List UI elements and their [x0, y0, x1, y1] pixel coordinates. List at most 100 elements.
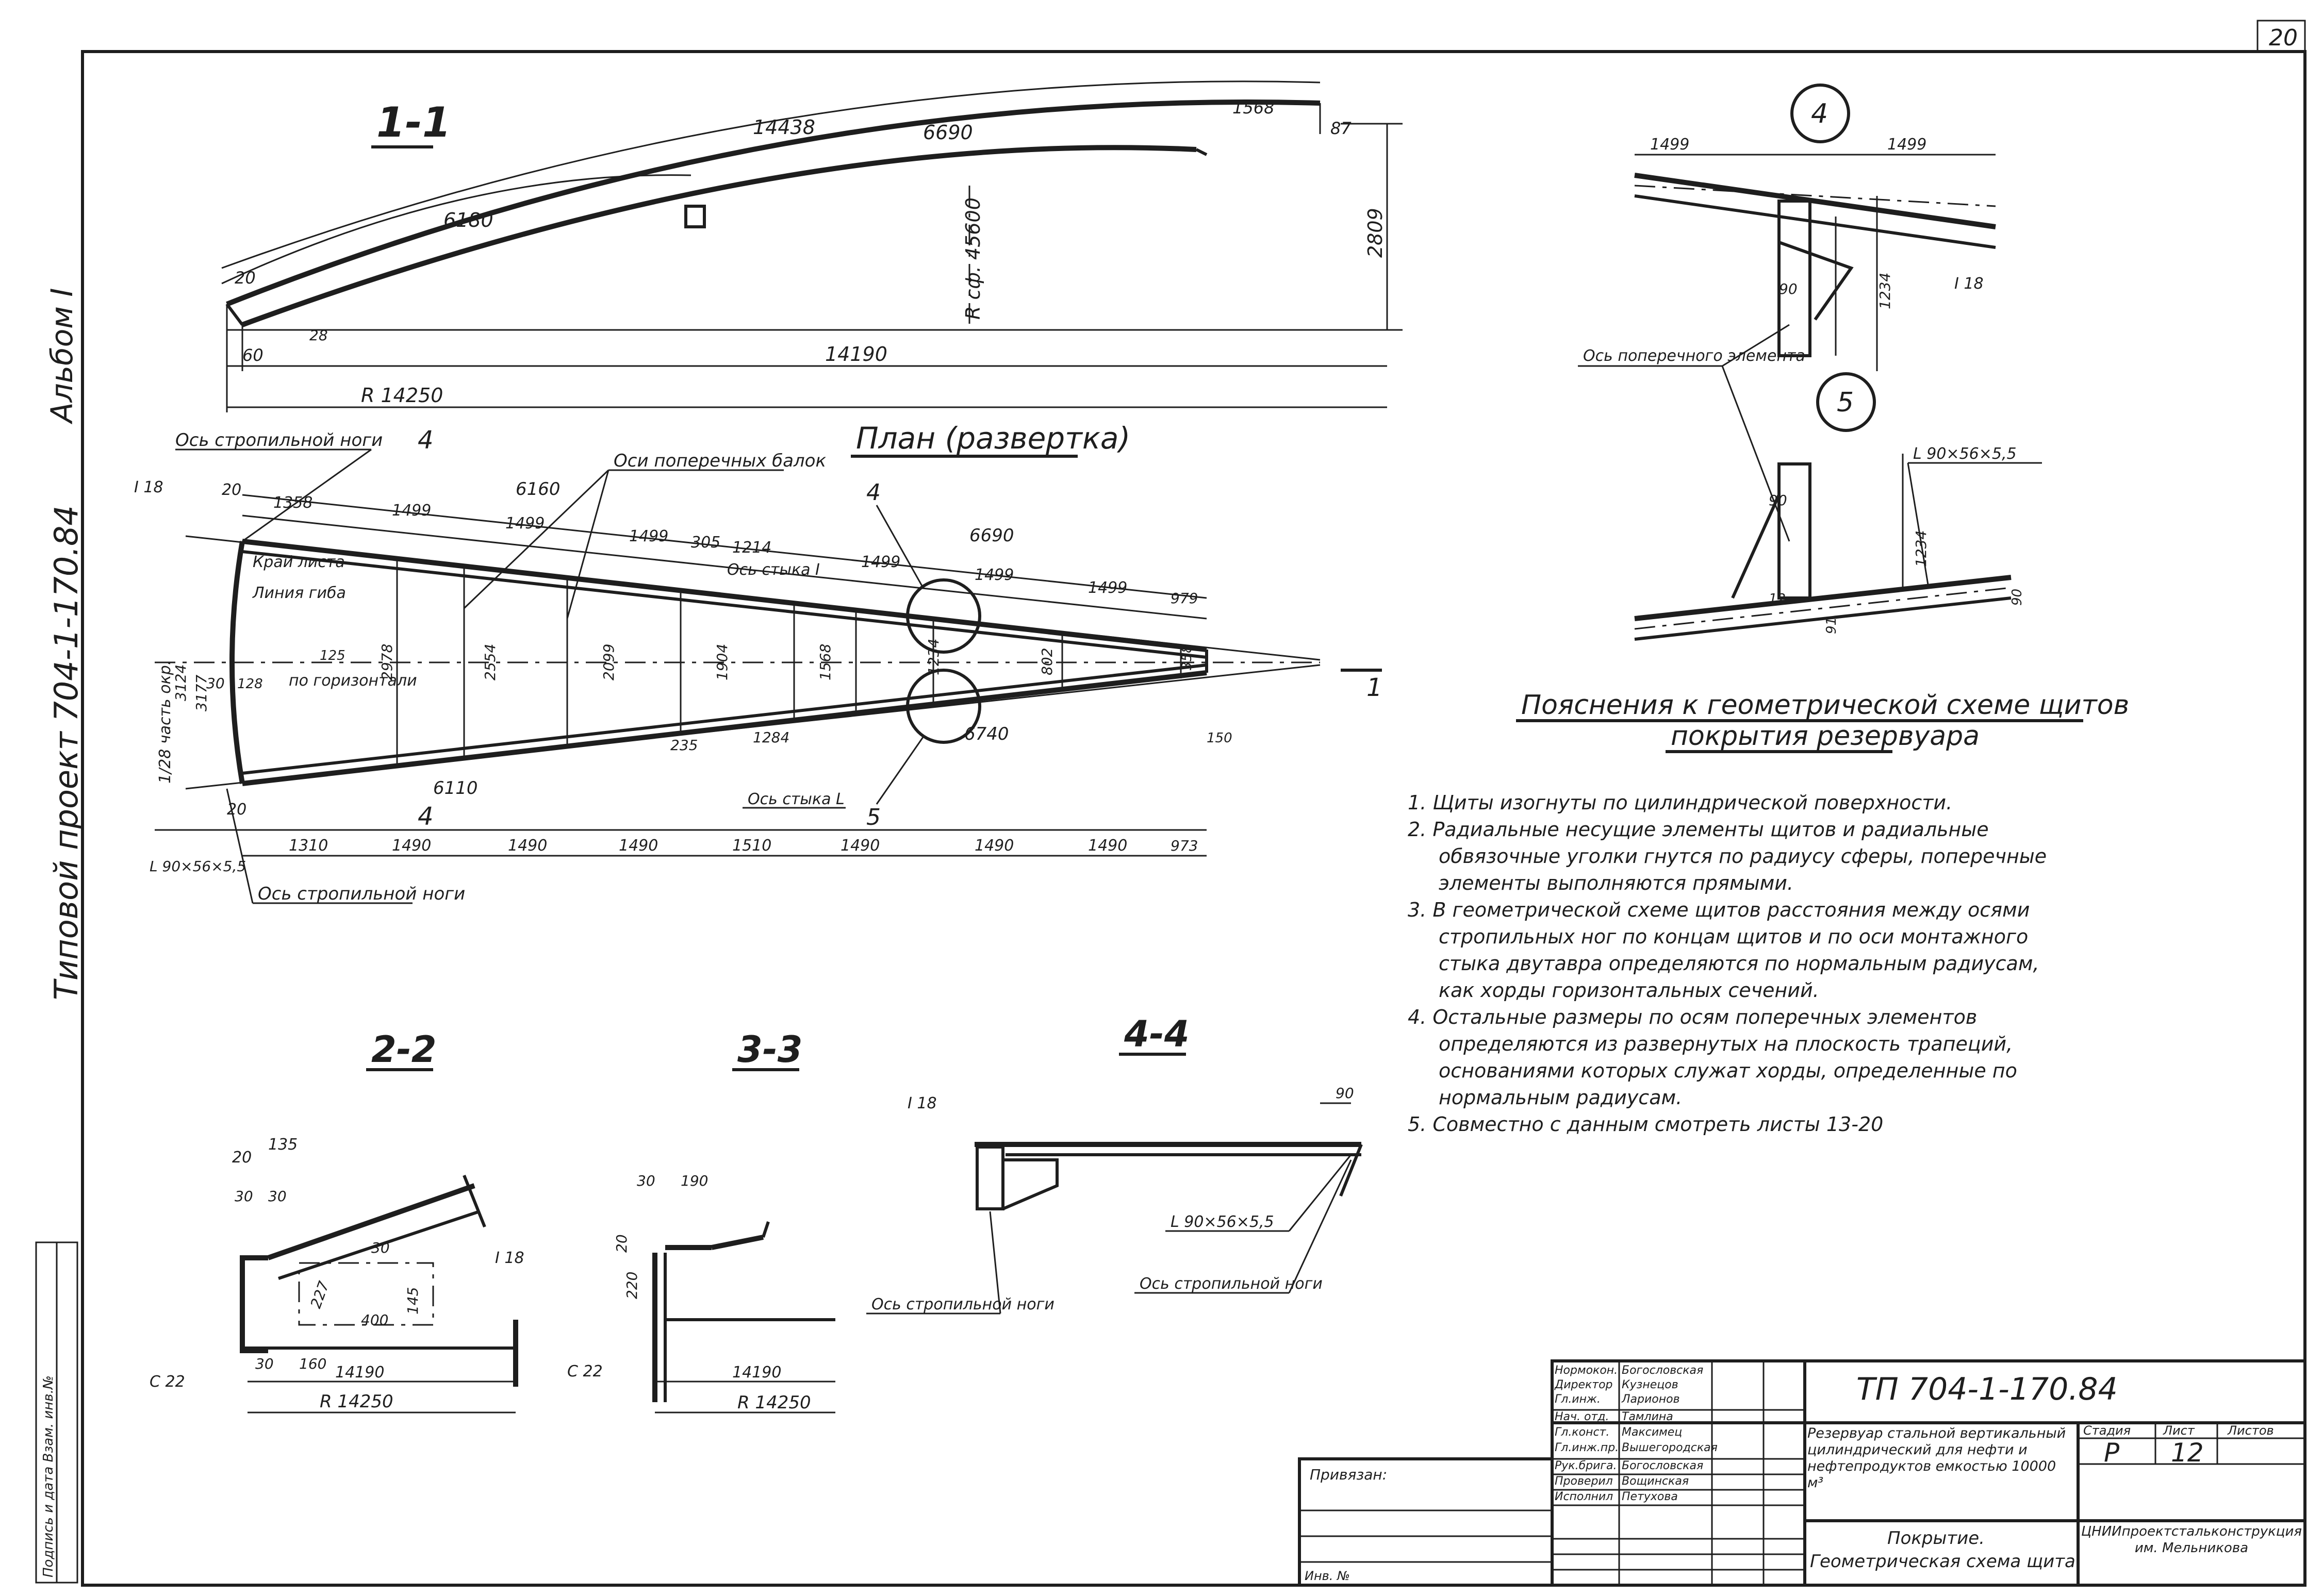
- top-dim-8: 1499: [975, 566, 1014, 584]
- chord-part-label: 1/28 часть окр.: [156, 660, 174, 784]
- sheet-frame: 20: [81, 20, 2306, 1587]
- section-4-4: 4-4 90 I 18 L 90×56×5,5 Ось стропильной …: [866, 1013, 1363, 1315]
- arc-inner: [241, 145, 1197, 327]
- note-line-11: нормальным радиусам.: [1439, 1086, 1682, 1109]
- tb-role-1: Директор: [1554, 1378, 1613, 1391]
- vdim-0: 2978: [378, 644, 396, 680]
- tb-name-0: Богословская: [1622, 1364, 1703, 1377]
- s22-dim-1: 135: [268, 1136, 298, 1154]
- top-dim-2: 1499: [392, 502, 431, 520]
- s22-dim-4: 30: [371, 1239, 390, 1256]
- tb-role-6: Рук.брига.: [1555, 1459, 1617, 1472]
- plan-development: План (развертка) 20 1358 1499 1499: [134, 421, 1382, 904]
- vdim-4: 1568: [817, 644, 834, 680]
- note-line-6: стыка двутавра определяются по нормальны…: [1439, 952, 2039, 975]
- bottom-long-1: 6110: [433, 778, 478, 799]
- tb-name-7: Вощинская: [1622, 1475, 1689, 1488]
- vdim-2: 2099: [600, 644, 617, 680]
- arc-outer: [226, 99, 1321, 307]
- bend-line-label: Линия гиба: [252, 584, 346, 602]
- tb-drawing-title-1: Покрытие.: [1887, 1528, 1985, 1549]
- title-block: ТП 704-1-170.84 Нормокон. Директор Гл.ин…: [1298, 1359, 2306, 1587]
- callout-5: 5: [866, 804, 881, 830]
- bottom-dim-0: 1310: [289, 837, 328, 855]
- note-line-8: 4. Остальные размеры по осям поперечных …: [1408, 1006, 1977, 1028]
- misc-dim-2: 128: [237, 676, 263, 692]
- tb-sheet: 12: [2171, 1438, 2204, 1468]
- s22-dim-7: 145: [404, 1287, 421, 1315]
- joint-I-label: Ось стыка I: [727, 561, 820, 579]
- section-2-2: 2-2 20 135 30 30 30 227 400 145 30 160 1…: [150, 1028, 524, 1414]
- section-3-3-title: 3-3: [737, 1028, 802, 1071]
- top-dim-5: 305: [691, 534, 720, 552]
- top-dim-0: 20: [222, 481, 241, 499]
- dim-90-b: 90: [1769, 492, 1787, 509]
- dim-left-arc: 6180: [443, 209, 493, 231]
- dim-1234-a: 1234: [1876, 273, 1893, 309]
- misc-dim-5: 1284: [753, 729, 789, 746]
- dim-right-arc: 6690: [923, 121, 973, 144]
- note-line-7: как хорды горизонтальных сечений.: [1439, 979, 1819, 1002]
- tb-role-8: Исполнил: [1555, 1490, 1613, 1503]
- note-line-4: 3. В геометрической схеме щитов расстоян…: [1408, 899, 2030, 921]
- s44-axis-left: Ось стропильной ноги: [871, 1295, 1055, 1314]
- note-line-0: 1. Щиты изогнуты по цилиндрической повер…: [1408, 791, 1952, 814]
- horizontal-label: по горизонтали: [289, 672, 417, 690]
- tb-stage-label: Стадия: [2083, 1423, 2131, 1438]
- top-long-2: 6690: [969, 525, 1014, 546]
- bottom-dim-8: 973: [1171, 837, 1198, 854]
- plan-title: План (развертка): [856, 421, 1130, 456]
- s33-dim-4: 14190: [732, 1364, 781, 1382]
- s44-dim-90: 90: [1336, 1085, 1354, 1102]
- top-dim-4: 1499: [629, 527, 668, 545]
- tb-sheets-label: Листов: [2227, 1423, 2274, 1438]
- tb-drawing-title-2: Геометрическая схема щита.: [1810, 1551, 2081, 1572]
- s22-dim-8: 30: [255, 1355, 274, 1372]
- dim-height: 2809: [1364, 208, 1387, 258]
- bottom-dim-1: 1490: [392, 837, 431, 855]
- misc-dim-3: 125: [320, 648, 345, 663]
- vdim-7: 358: [1179, 644, 1195, 670]
- dim-span: 14190: [825, 343, 887, 365]
- bottom-dim-7: 1490: [1088, 837, 1127, 855]
- vdim-1: 2554: [482, 644, 499, 680]
- bottom-dim-5: 1490: [841, 837, 880, 855]
- top-dim-10: 979: [1171, 590, 1198, 607]
- s44-beam: I 18: [908, 1094, 937, 1112]
- dim-12: 12: [1769, 591, 1786, 607]
- note-line-2: обвязочные уголки гнутся по радиусу сфер…: [1439, 845, 2047, 868]
- cross-beam-axes-label: Оси поперечных балок: [614, 451, 826, 471]
- s22-channel: С 22: [150, 1373, 185, 1391]
- dim-start: 20: [235, 268, 256, 288]
- tb-role-2: Гл.инж.: [1555, 1393, 1601, 1406]
- bottom-dim-3: 1490: [619, 837, 658, 855]
- stamp-label: Подпись и дата Взам. инв.№: [41, 1375, 56, 1577]
- tb-role-5: Гл.инж.пр.: [1555, 1441, 1619, 1454]
- notes-title-1: Пояснения к геометрической схеме щитов: [1521, 690, 2129, 721]
- bottom-long-2: 6740: [964, 724, 1009, 744]
- project-label: Типовой проект 704-1-170.84: [47, 505, 85, 1000]
- section-2-2-title: 2-2: [371, 1028, 436, 1071]
- dim-91: 91: [1824, 617, 1839, 634]
- dim-total-arc: 14438: [753, 116, 815, 139]
- notes-title-2: покрытия резервуара: [1671, 721, 1980, 752]
- cut-mark-1: 1: [1366, 673, 1382, 702]
- angle-detail: L 90×56×5,5: [1913, 445, 2017, 463]
- vdim-5: 1234: [925, 639, 942, 675]
- section-1-1: 1-1 14438 6180 6690 1568 87 20 28 2809 R…: [221, 80, 1403, 412]
- album-label: Альбом I: [44, 288, 79, 425]
- top-dim-1: 1358: [273, 494, 312, 512]
- misc-dim-6: 150: [1207, 730, 1232, 746]
- tb-stage: Р: [2104, 1438, 2120, 1468]
- tb-name-8: Петухова: [1622, 1490, 1678, 1503]
- transverse-axis-label: Ось поперечного элемента: [1583, 347, 1805, 365]
- top-dim-9: 1499: [1088, 579, 1127, 597]
- section-1-1-title: 1-1: [376, 98, 451, 146]
- tb-code: ТП 704-1-170.84: [1856, 1371, 2118, 1407]
- s22-dim-6: 400: [361, 1311, 388, 1328]
- tb-bound: Привязан:: [1310, 1466, 1387, 1483]
- s33-dim-2: 20: [613, 1234, 630, 1253]
- callout-4: 4: [866, 479, 881, 506]
- s22-dim-2: 30: [235, 1188, 253, 1205]
